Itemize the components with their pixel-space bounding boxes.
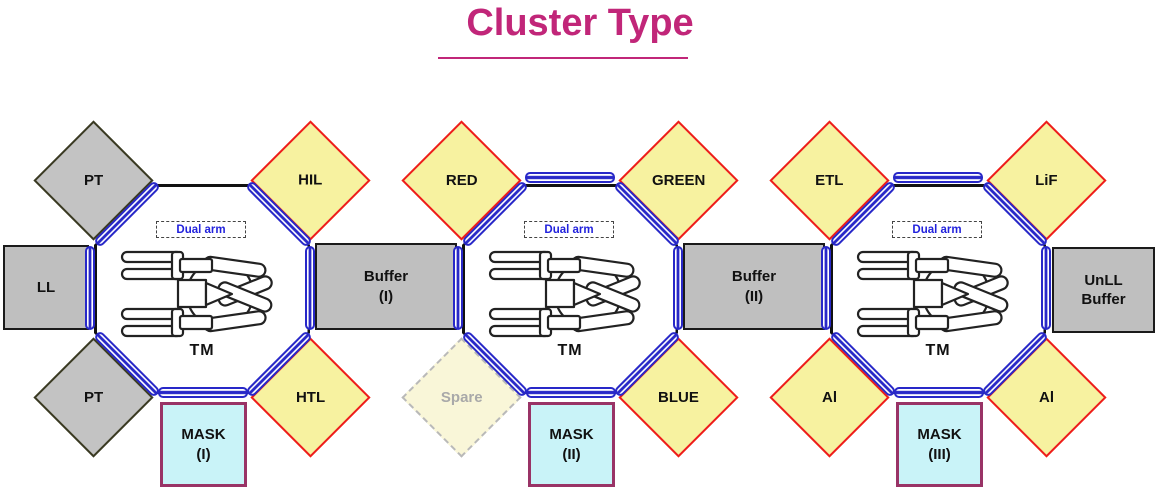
chamber-label: HTL xyxy=(295,388,325,406)
gate-valve xyxy=(158,387,248,398)
dual-arm-label: Dual arm xyxy=(892,221,982,238)
mask-sublabel: (I) xyxy=(196,445,211,463)
title-underline xyxy=(438,57,688,59)
dual-arm-robot-icon xyxy=(488,250,641,338)
chamber-label: PT xyxy=(83,388,103,406)
chamber-label: HIL xyxy=(297,171,323,189)
unload-loadlock-buffer: UnLL Buffer xyxy=(1052,247,1155,333)
chamber-label: Al xyxy=(1038,388,1054,406)
transfer-module-label: TM xyxy=(557,342,583,359)
mask-chamber-2: MASK (II) xyxy=(528,402,615,487)
page-title: Cluster Type xyxy=(466,2,694,44)
dual-arm-label: Dual arm xyxy=(524,221,614,238)
gate-valve xyxy=(305,246,315,330)
chamber-label: Al xyxy=(821,388,837,406)
gate-valve xyxy=(673,246,683,330)
mask-label: MASK xyxy=(181,426,226,443)
cluster-1: PT HIL PT HTL Dual arm xyxy=(0,0,424,492)
chamber-label: PT xyxy=(83,171,103,189)
loadlock-chamber: LL xyxy=(3,245,89,330)
mask-chamber-1: MASK (I) xyxy=(160,402,247,487)
transfer-module-label: TM xyxy=(189,342,215,359)
chamber-label: LiF xyxy=(1034,171,1058,189)
buffer-chamber-1: Buffer (I) xyxy=(315,243,457,330)
gate-valve xyxy=(1041,246,1051,330)
dual-arm-label: Dual arm xyxy=(156,221,246,238)
chamber-label: Spare xyxy=(440,388,482,406)
buffer-sublabel: (I) xyxy=(378,287,394,305)
mask-chamber-3: MASK (III) xyxy=(896,402,983,487)
mask-sublabel: (II) xyxy=(562,445,581,463)
buffer-chamber-2: Buffer (II) xyxy=(683,243,825,330)
gate-valve xyxy=(526,387,616,398)
buffer-label: Buffer xyxy=(731,268,777,285)
dual-arm-robot-icon xyxy=(856,250,1009,338)
unll-sublabel: Buffer xyxy=(1081,291,1126,308)
gate-valve xyxy=(525,172,615,183)
gate-valve xyxy=(894,387,984,398)
mask-sublabel: (III) xyxy=(928,445,951,463)
cluster-3: ETL LiF Al Al Dual arm xyxy=(736,0,1160,492)
loadlock-label: LL xyxy=(36,278,56,296)
buffer-label: Buffer xyxy=(363,268,409,285)
gate-valve xyxy=(453,246,463,330)
cluster-2: RED GREEN Spare BLUE Dual arm xyxy=(368,0,792,492)
chamber-label: RED xyxy=(445,171,477,189)
mask-label: MASK xyxy=(917,426,962,443)
buffer-sublabel: (II) xyxy=(744,287,764,305)
chamber-label: GREEN xyxy=(651,171,705,189)
unll-label: UnLL xyxy=(1084,271,1123,289)
dual-arm-robot-icon xyxy=(120,250,273,338)
gate-valve xyxy=(85,246,95,330)
chamber-label: BLUE xyxy=(657,388,699,406)
gate-valve xyxy=(893,172,983,183)
transfer-module-label: TM xyxy=(925,342,951,359)
chamber-label: ETL xyxy=(814,171,844,189)
mask-label: MASK xyxy=(549,426,594,443)
gate-valve xyxy=(821,246,831,330)
